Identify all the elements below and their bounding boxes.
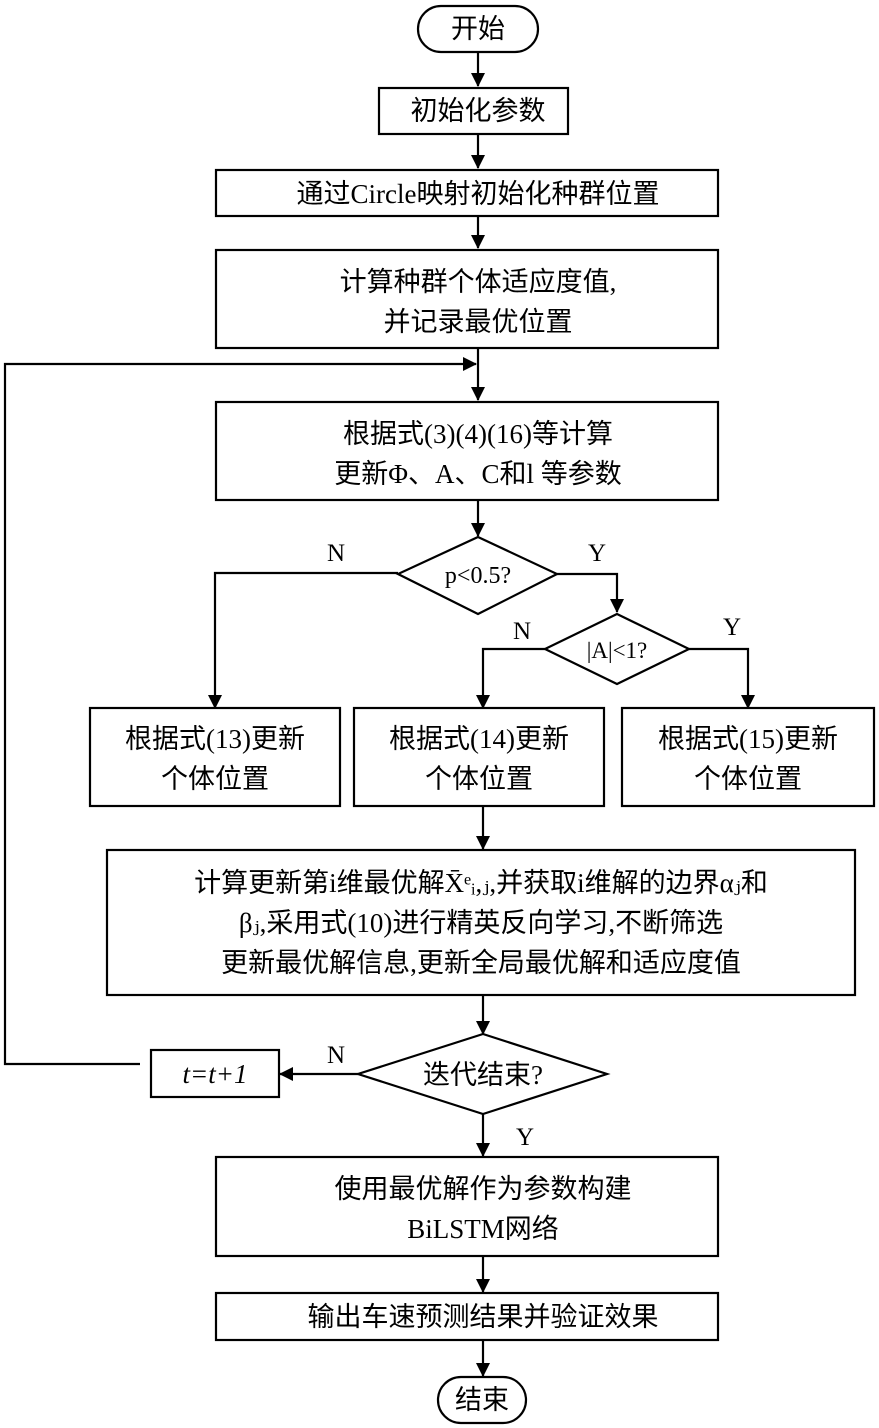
update-15-line-2: 个体位置	[694, 764, 802, 794]
build-bilstm-line-1: 使用最优解作为参数构建	[335, 1174, 632, 1204]
start-label: 开始	[451, 14, 505, 44]
update-params-node: 根据式(3)(4)(16)等计算 更新Φ、A、C和l 等参数	[214, 400, 720, 502]
output-node: 输出车速预测结果并验证效果	[214, 1291, 720, 1342]
decision-a-node: |A|<1?	[542, 612, 692, 686]
circle-init-node: 通过Circle映射初始化种群位置	[214, 168, 720, 218]
start-node: 开始	[416, 4, 540, 54]
elite-learning-line-2: βⱼ,采用式(10)进行精英反向学习,不断筛选	[239, 908, 723, 938]
update-params-line-2: 更新Φ、A、C和l 等参数	[334, 459, 622, 489]
update-15-line-1: 根据式(15)更新	[658, 724, 838, 754]
update-14-node: 根据式(14)更新 个体位置	[352, 706, 606, 808]
elite-learning-line-3: 更新最优解信息,更新全局最优解和适应度值	[221, 948, 741, 978]
elite-learning-node: 计算更新第i维最优解X̄ᵉᵢ,ⱼ,并获取i维解的边界αⱼ和 βⱼ,采用式(10)…	[105, 848, 857, 997]
p-yes-label: Y	[588, 540, 606, 567]
update-13-node: 根据式(13)更新 个体位置	[88, 706, 342, 808]
a-no-label: N	[513, 618, 531, 645]
increment-label: t=t+1	[183, 1059, 248, 1089]
end-node: 结束	[436, 1375, 528, 1425]
end-no-label: N	[327, 1042, 345, 1069]
update-13-line-2: 个体位置	[161, 764, 269, 794]
decision-p-label: p<0.5?	[445, 563, 511, 589]
decision-end-node: 迭代结束?	[354, 1032, 611, 1116]
end-label: 结束	[455, 1385, 509, 1415]
build-bilstm-line-2: BiLSTM网络	[407, 1214, 559, 1244]
decision-a-label: |A|<1?	[587, 638, 648, 663]
edge-p-yes	[557, 572, 624, 613]
init-params-node: 初始化参数	[377, 86, 570, 136]
edge-p-no	[208, 571, 398, 709]
calc-fitness-line-1: 计算种群个体适应度值,	[340, 267, 617, 297]
calc-fitness-line-2: 并记录最优位置	[384, 307, 573, 337]
edge-loop-back	[3, 357, 477, 1066]
decision-end-label: 迭代结束?	[423, 1060, 543, 1090]
increment-node: t=t+1	[149, 1048, 281, 1099]
update-13-line-1: 根据式(13)更新	[125, 724, 305, 754]
output-label: 输出车速预测结果并验证效果	[308, 1302, 659, 1332]
circle-init-label: 通过Circle映射初始化种群位置	[297, 179, 660, 209]
edge-a-yes	[689, 647, 755, 709]
edge-a-no	[476, 647, 545, 709]
build-bilstm-node: 使用最优解作为参数构建 BiLSTM网络	[214, 1155, 720, 1258]
init-params-label: 初始化参数	[411, 96, 546, 126]
connectors	[3, 52, 755, 1377]
decision-p-node: p<0.5?	[395, 535, 560, 616]
a-yes-label: Y	[723, 614, 741, 641]
update-15-node: 根据式(15)更新 个体位置	[620, 706, 876, 808]
calc-fitness-node: 计算种群个体适应度值, 并记录最优位置	[214, 248, 720, 350]
update-14-line-2: 个体位置	[425, 764, 533, 794]
update-params-line-1: 根据式(3)(4)(16)等计算	[343, 419, 613, 449]
end-yes-label: Y	[516, 1124, 534, 1151]
elite-learning-line-1: 计算更新第i维最优解X̄ᵉᵢ,ⱼ,并获取i维解的边界αⱼ和	[194, 868, 768, 898]
p-no-label: N	[327, 540, 345, 567]
update-14-line-1: 根据式(14)更新	[389, 724, 569, 754]
